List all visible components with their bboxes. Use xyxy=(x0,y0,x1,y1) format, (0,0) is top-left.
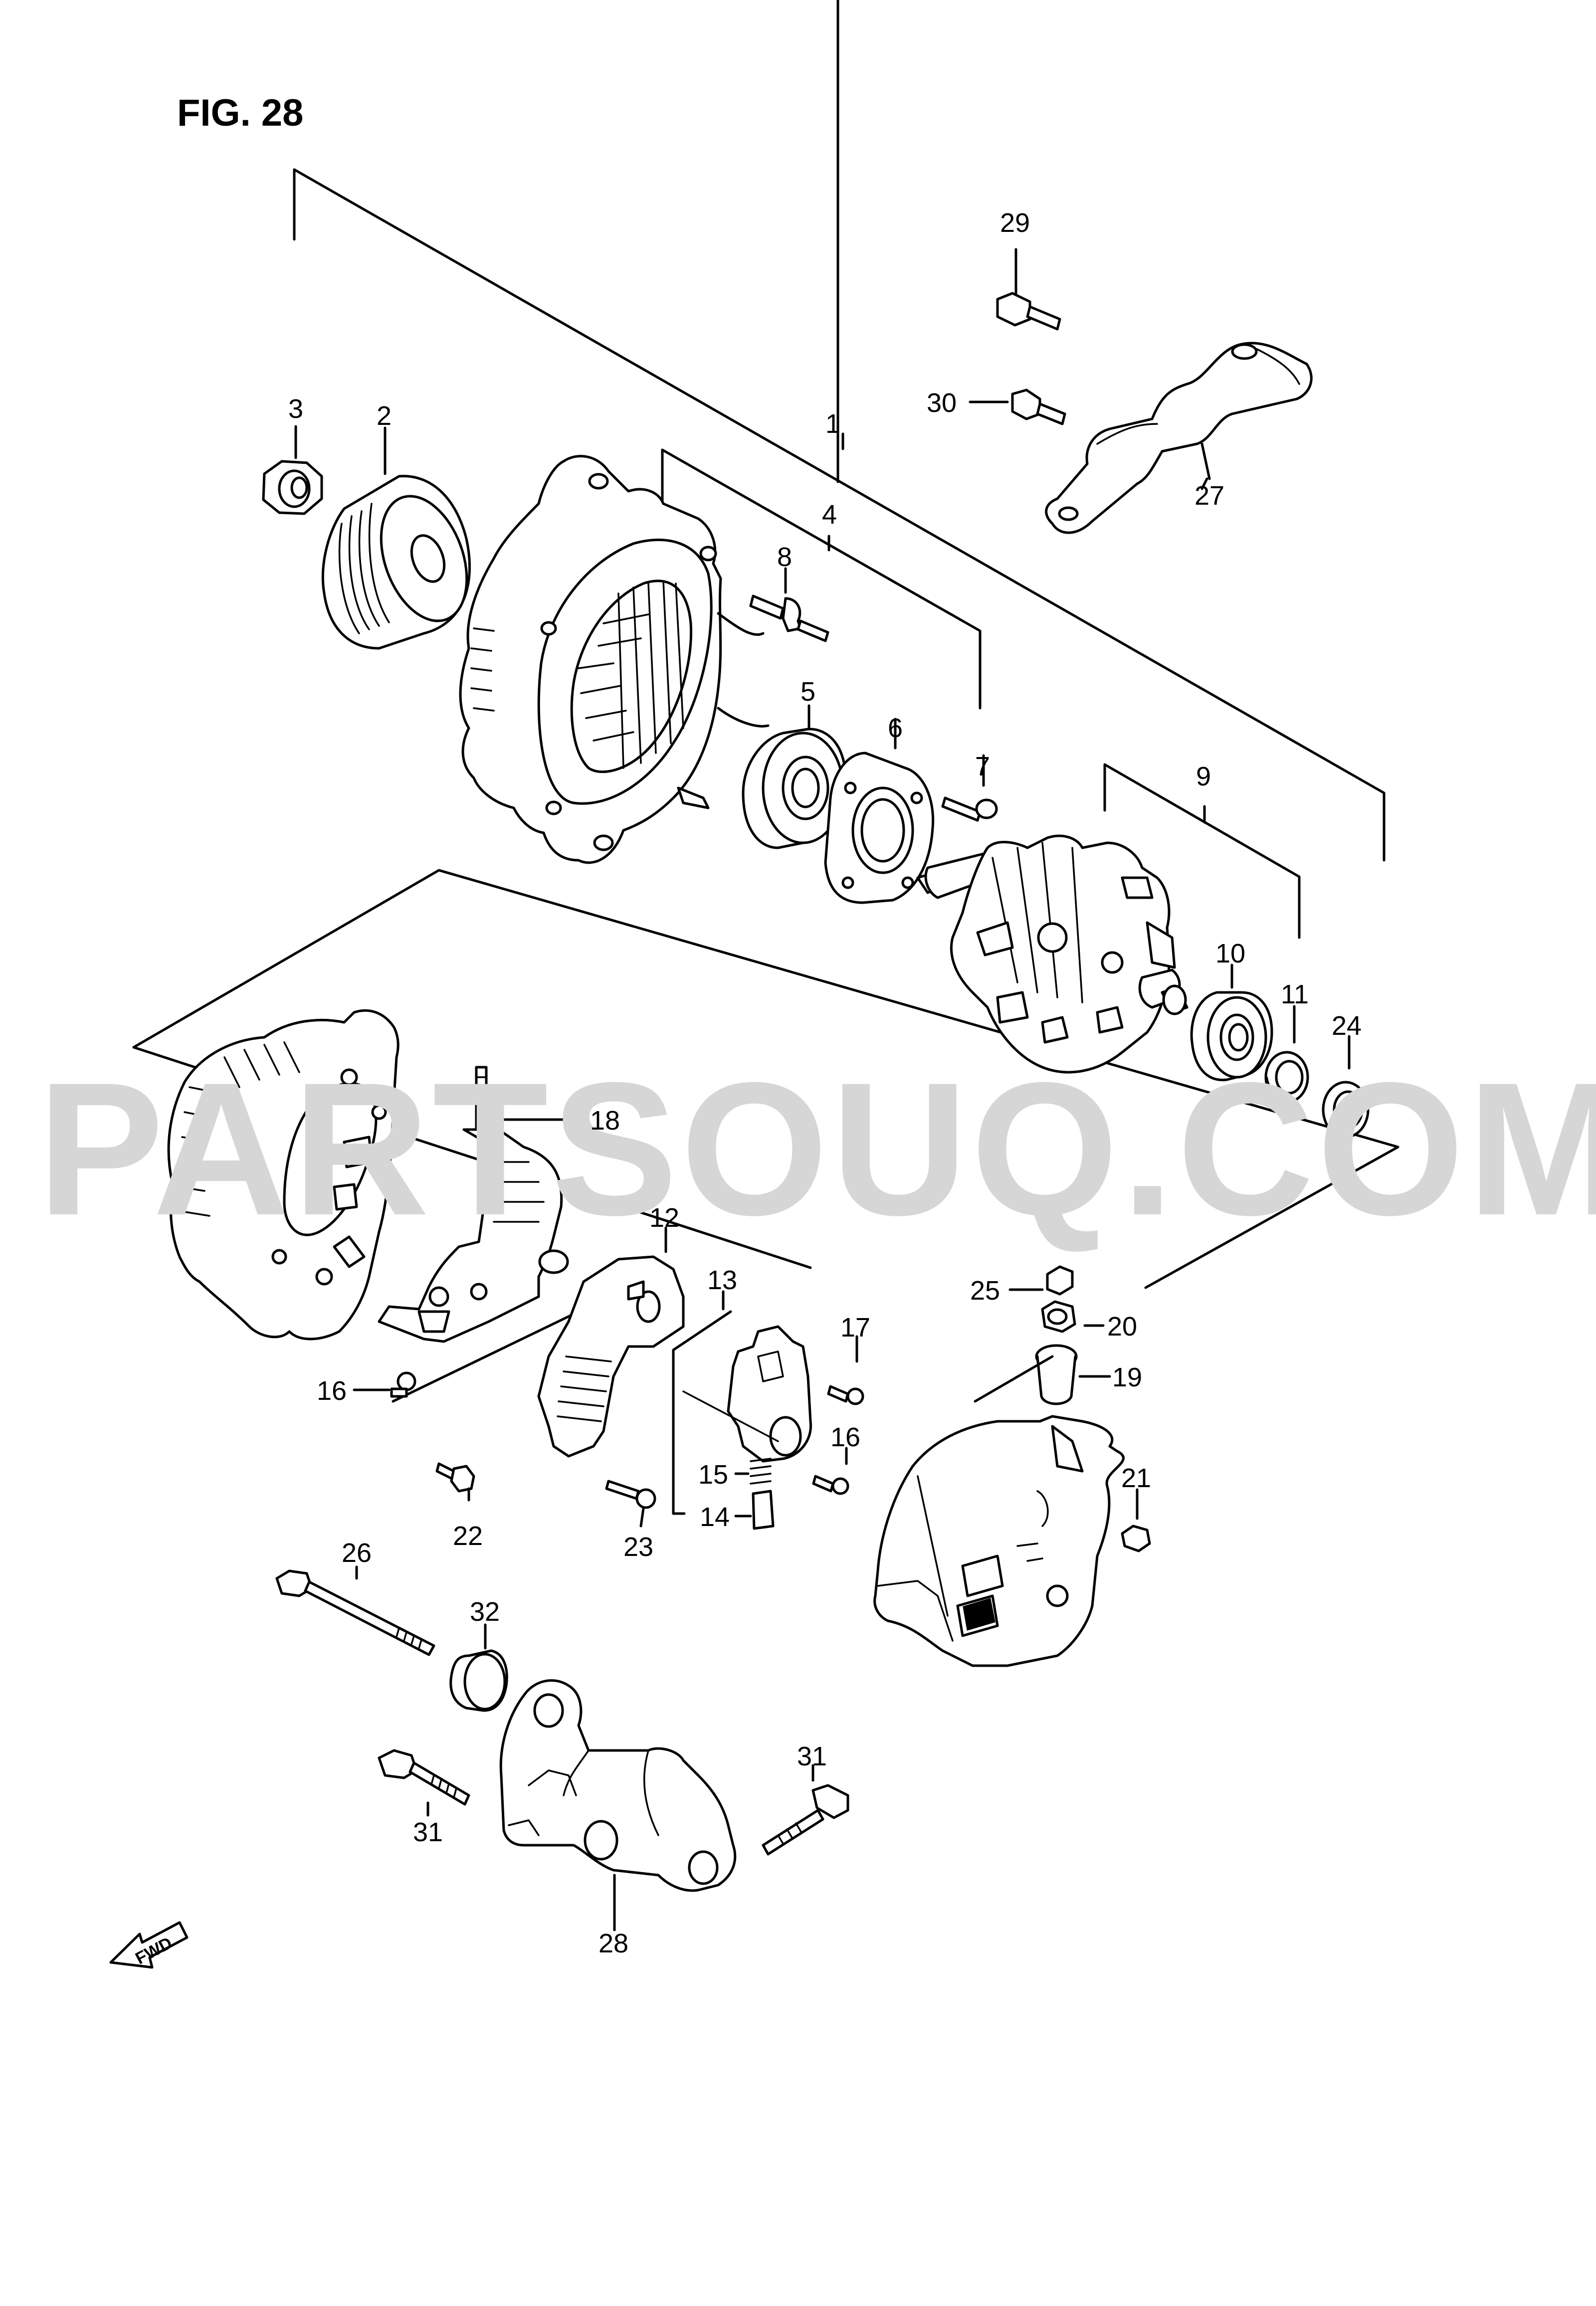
ring-11 xyxy=(1264,1005,1309,1104)
callout-11: 11 xyxy=(1281,979,1309,1009)
bolt-26 xyxy=(275,1565,435,1656)
callout-6: 6 xyxy=(888,713,903,743)
group-bracket-9 xyxy=(1103,763,1301,939)
nut-21 xyxy=(1121,1488,1151,1552)
rear-housing xyxy=(167,1009,399,1341)
callout-31-right: 31 xyxy=(797,1741,827,1771)
callout-7: 7 xyxy=(975,752,990,781)
plate-6 xyxy=(824,718,935,904)
callout-13: 13 xyxy=(707,1265,737,1295)
screw-23 xyxy=(605,1480,656,1509)
group-bracket-1 xyxy=(293,0,1386,862)
callout-25: 25 xyxy=(970,1276,1000,1306)
regulator-12 xyxy=(537,1226,685,1458)
bolt-30 xyxy=(969,388,1066,425)
callout-1: 1 xyxy=(825,409,840,439)
callout-31-left: 31 xyxy=(413,1817,443,1847)
callout-19: 19 xyxy=(1112,1362,1142,1392)
callout-27: 27 xyxy=(1195,481,1224,511)
bracket-28 xyxy=(499,1679,737,1892)
callout-23: 23 xyxy=(623,1532,653,1562)
group-bracket-4 xyxy=(661,448,982,710)
bolt-31-left xyxy=(378,1749,470,1806)
brush-14 xyxy=(734,1490,775,1530)
screw-16-left xyxy=(353,1371,416,1398)
callout-14: 14 xyxy=(700,1502,730,1532)
bolt-31-right xyxy=(762,1764,849,1856)
callout-16-right: 16 xyxy=(830,1422,860,1452)
bracket-22 xyxy=(392,1313,575,1403)
figure-title: FIG. 28 xyxy=(177,92,303,134)
callout-16-left: 16 xyxy=(317,1376,347,1406)
pulley-2 xyxy=(321,426,471,650)
callout-24: 24 xyxy=(1332,1011,1362,1041)
callout-29: 29 xyxy=(1000,208,1030,238)
rotor-9 xyxy=(916,834,1189,1074)
callout-18: 18 xyxy=(590,1106,620,1136)
spring-15 xyxy=(734,1458,772,1485)
watermark: PARTSOUQ.COM xyxy=(37,1043,1596,1255)
screw-7 xyxy=(941,754,998,822)
bracket-27 xyxy=(1045,342,1313,534)
group-bracket-13 xyxy=(672,1310,732,1515)
callout-9: 9 xyxy=(1196,762,1211,791)
spacer-32 xyxy=(449,1623,508,1712)
bolt-29 xyxy=(996,248,1061,331)
nut-3 xyxy=(262,425,323,515)
callout-20: 20 xyxy=(1107,1312,1137,1342)
callout-12: 12 xyxy=(649,1203,679,1233)
callout-2: 2 xyxy=(377,401,392,431)
insulator-19 xyxy=(1035,1344,1111,1405)
fwd-arrow-icon: FWD xyxy=(109,1921,189,1969)
callout-5: 5 xyxy=(800,677,815,707)
callout-8: 8 xyxy=(777,542,792,572)
screw-16-right xyxy=(812,1447,849,1495)
callout-28: 28 xyxy=(598,1928,628,1958)
callout-4: 4 xyxy=(822,500,837,530)
screw-22 xyxy=(435,1462,475,1493)
callout-3: 3 xyxy=(288,394,303,424)
callout-17: 17 xyxy=(840,1313,870,1343)
callout-22: 22 xyxy=(453,1521,483,1551)
nut-25 xyxy=(1008,1265,1074,1296)
bearing-5 xyxy=(742,704,847,849)
rear-cover xyxy=(873,1415,1125,1667)
callout-26: 26 xyxy=(342,1538,372,1568)
callout-21: 21 xyxy=(1121,1463,1151,1493)
callout-15: 15 xyxy=(698,1460,728,1490)
callout-labels: 1 2 3 4 5 6 7 8 9 10 11 12 13 14 15 16 1… xyxy=(288,208,1362,1958)
bearing-10 xyxy=(1190,963,1273,1082)
callout-10: 10 xyxy=(1215,939,1245,968)
brush-holder-13 xyxy=(682,1290,812,1463)
stud-8 xyxy=(749,567,829,642)
screw-17 xyxy=(827,1335,864,1405)
rectifier-18 xyxy=(378,1066,585,1343)
washer-24 xyxy=(1322,1035,1370,1139)
callout-32: 32 xyxy=(470,1597,500,1627)
nut-20 xyxy=(1041,1300,1105,1333)
leader-lines xyxy=(426,432,1208,1931)
front-housing-1 xyxy=(459,455,770,864)
callout-30: 30 xyxy=(927,388,957,418)
